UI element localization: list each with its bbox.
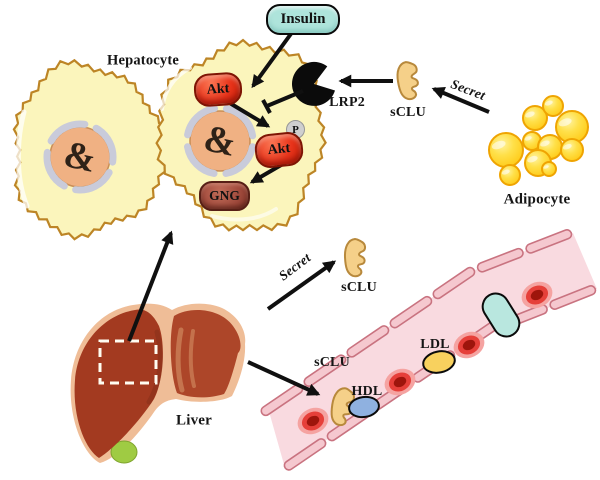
leukocyte-capsule	[481, 292, 521, 338]
adipocyte-label: Adipocyte	[503, 191, 571, 208]
fat-droplet	[499, 164, 521, 186]
endothelial-cell	[283, 438, 327, 471]
sclu-protein-middle	[342, 237, 367, 278]
droplet-highlight	[524, 136, 532, 141]
droplet-highlight	[525, 111, 535, 118]
arrow-insulin-to-cell	[251, 29, 295, 89]
hdl-label: HDL	[351, 384, 383, 399]
ldl-particle	[422, 350, 456, 374]
sclu-label-middle: sCLU	[341, 280, 377, 295]
red-blood-cell	[521, 281, 553, 309]
endothelial-cell	[549, 285, 597, 310]
droplet-highlight	[540, 140, 550, 147]
inhibition-bar	[261, 99, 272, 114]
hepatocyte-label: Hepatocyte	[106, 52, 180, 69]
droplet-highlight	[543, 165, 549, 169]
droplet-highlight	[544, 100, 553, 106]
red-blood-cell	[453, 331, 485, 359]
droplet-highlight	[558, 118, 572, 127]
ldl-label: LDL	[420, 337, 450, 352]
arrows	[127, 29, 490, 396]
akt-node: Akt	[192, 71, 244, 108]
fat-droplet	[542, 95, 564, 117]
liver-sheen	[175, 327, 185, 393]
nucleus-left: &	[43, 120, 117, 194]
fat-droplet	[522, 105, 548, 131]
droplet-highlight	[527, 155, 538, 163]
droplet-highlight	[491, 140, 506, 150]
endothelial-cell	[525, 229, 573, 254]
fat-droplet	[560, 138, 584, 162]
blood-vessel	[260, 229, 597, 471]
gallbladder	[110, 440, 138, 464]
liver-label: Liver	[176, 412, 212, 429]
adipocyte-droplets	[488, 95, 589, 186]
akt-label: Akt	[266, 140, 291, 159]
endothelial-cell	[346, 325, 390, 358]
arrow-akt-to-pakt	[226, 100, 271, 128]
nucleus-right: &	[183, 104, 257, 178]
liver-inset-box	[98, 339, 158, 385]
gng-label: GNG	[209, 188, 240, 203]
droplet-highlight	[562, 144, 572, 150]
insulin-node: Insulin	[266, 4, 340, 35]
endothelial-cell	[389, 295, 433, 329]
inhibition-lrp2-to-akt	[266, 89, 304, 108]
lrp2-label: LRP2	[329, 95, 365, 110]
insulin-label: Insulin	[280, 11, 326, 27]
cell-highlight	[210, 207, 278, 222]
endothelial-cell	[432, 266, 476, 300]
cell-highlight	[160, 66, 192, 111]
red-blood-cell	[297, 407, 329, 435]
akt-label: Akt	[206, 80, 230, 98]
liver-sheen	[188, 329, 196, 388]
red-blood-cells	[297, 281, 553, 435]
droplet-highlight	[501, 169, 510, 175]
phospho-label: P	[292, 123, 299, 136]
sclu-protein-top	[395, 60, 420, 101]
liver-right-lobe	[170, 310, 241, 398]
liver	[70, 303, 246, 464]
arrow-liver-to-hepatocyte	[127, 230, 174, 342]
arrow-adipocyte-secret	[431, 87, 490, 114]
hdl-particle	[348, 395, 380, 419]
lrp2-receptor	[292, 61, 336, 106]
cell-highlight	[15, 109, 30, 209]
fat-droplet	[541, 161, 557, 177]
sclu-label-vessel: sCLU	[314, 355, 350, 370]
red-blood-cell	[384, 368, 416, 396]
gng-node: GNG	[199, 181, 250, 211]
liver-shadow	[146, 329, 163, 405]
endothelial-cell	[303, 354, 347, 387]
arrow-liver-secret	[266, 260, 337, 311]
endothelial-cell	[476, 247, 524, 273]
fat-droplet	[488, 132, 524, 168]
sclu-label-top: sCLU	[390, 105, 426, 120]
arrow-liver-to-vessel	[247, 360, 321, 396]
